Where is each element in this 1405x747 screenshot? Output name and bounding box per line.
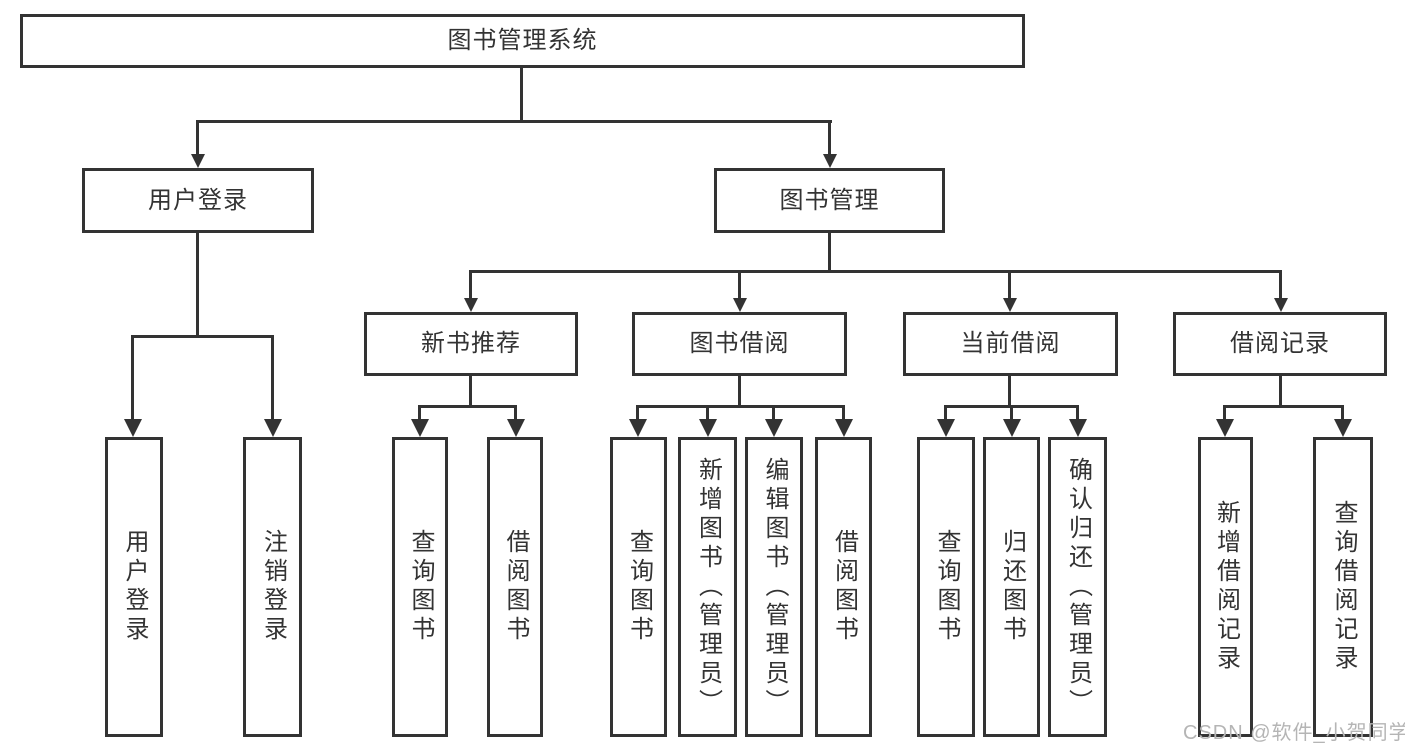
connector-g3-stem [1008, 376, 1011, 407]
node-leaf-edit-books-admin: 编辑图书（管理员） [745, 437, 803, 737]
connector-g2-stem [738, 376, 741, 407]
connector-g4-bar [1223, 405, 1344, 408]
connector-user-login-bar [131, 335, 274, 338]
node-book-management: 图书管理 [714, 168, 945, 233]
connector-g1-arrow-2 [514, 405, 517, 419]
connector-g2-arrow-3 [772, 405, 775, 419]
watermark: CSDN @软件_小贺同学 [1183, 722, 1405, 744]
connector-root-stem [520, 68, 523, 122]
connector-arrow-book-borrow [738, 270, 741, 298]
connector-user-login-stem [196, 233, 199, 337]
connector-arrow-login-leaf [131, 335, 134, 419]
node-leaf-borrow-books: 借阅图书 [815, 437, 872, 737]
connector-arrow-book-management [828, 120, 831, 154]
connector-arrow-logout-leaf [271, 335, 274, 419]
node-leaf-logout: 注销登录 [243, 437, 302, 737]
node-user-login: 用户登录 [82, 168, 314, 233]
connector-g4-arrow-1 [1223, 405, 1226, 419]
node-leaf-add-books-admin: 新增图书（管理员） [678, 437, 737, 737]
node-leaf-query-books-recommend: 查询图书 [392, 437, 448, 737]
connector-g1-stem [469, 376, 472, 407]
connector-g1-bar [418, 405, 517, 408]
connector-arrow-borrow-records [1279, 270, 1282, 298]
connector-g3-arrow-2 [1010, 405, 1013, 419]
node-current-borrow: 当前借阅 [903, 312, 1118, 376]
node-borrow-records: 借阅记录 [1173, 312, 1387, 376]
connector-book-management-stem [828, 233, 831, 272]
connector-book-management-bar [469, 270, 1282, 273]
connector-arrow-current-borrow [1008, 270, 1011, 298]
node-leaf-confirm-return-admin: 确认归还（管理员） [1048, 437, 1107, 737]
connector-g4-stem [1279, 376, 1282, 407]
node-leaf-query-books-current: 查询图书 [917, 437, 975, 737]
node-leaf-user-login: 用户登录 [105, 437, 163, 737]
node-leaf-add-borrow-record: 新增借阅记录 [1198, 437, 1253, 737]
connector-arrow-user-login [196, 120, 199, 154]
connector-arrow-new-book-recommend [469, 270, 472, 298]
node-new-book-recommend: 新书推荐 [364, 312, 578, 376]
node-leaf-return-books: 归还图书 [983, 437, 1040, 737]
connector-g2-arrow-4 [842, 405, 845, 419]
connector-root-bar [196, 120, 832, 123]
node-leaf-query-borrow-record: 查询借阅记录 [1313, 437, 1373, 737]
node-leaf-borrow-books-recommend: 借阅图书 [487, 437, 543, 737]
node-leaf-query-books-borrow: 查询图书 [610, 437, 667, 737]
connector-g3-arrow-3 [1076, 405, 1079, 419]
connector-g2-arrow-2 [706, 405, 709, 419]
connector-g1-arrow-1 [418, 405, 421, 419]
node-library-management-system: 图书管理系统 [20, 14, 1025, 68]
connector-g4-arrow-2 [1341, 405, 1344, 419]
connector-g2-bar [636, 405, 844, 408]
connector-g2-arrow-1 [636, 405, 639, 419]
node-book-borrow: 图书借阅 [632, 312, 847, 376]
connector-g3-arrow-1 [944, 405, 947, 419]
